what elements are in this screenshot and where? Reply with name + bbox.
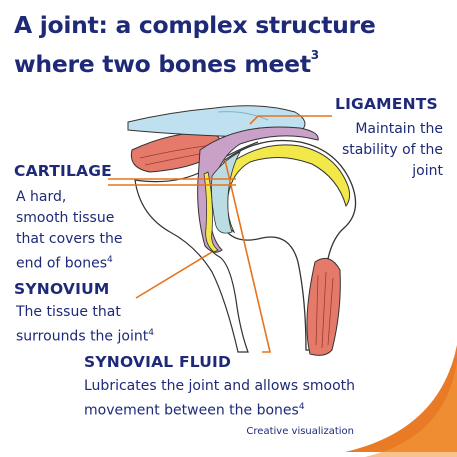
cartilage-desc-line: that covers the xyxy=(16,231,123,247)
ligaments-description: Maintain the stability of the joint xyxy=(342,119,443,182)
ligaments-desc-line: Maintain the xyxy=(355,121,443,137)
ligaments-desc-line: joint xyxy=(412,163,443,179)
page-title: A joint: a complex structure where two b… xyxy=(14,8,444,81)
synovium-ref: 4 xyxy=(148,328,154,338)
synovium-desc-line-last: surrounds the joint4 xyxy=(16,323,154,348)
synovial-fluid-desc-text: movement between the bones xyxy=(84,402,299,419)
title-line2-text: where two bones meet xyxy=(14,49,311,78)
cartilage-ref: 4 xyxy=(107,255,113,265)
synovial-fluid-desc-line-last: movement between the bones4 xyxy=(84,397,355,422)
lower-muscle xyxy=(306,257,341,356)
cartilage-desc-line-last: end of bones4 xyxy=(16,250,123,275)
synovial-fluid-ref: 4 xyxy=(298,402,305,412)
title-line1: A joint: a complex structure xyxy=(14,11,376,39)
cartilage-desc-line: smooth tissue xyxy=(16,210,115,226)
synovial-fluid-shape xyxy=(211,151,241,234)
ligaments-desc-line: stability of the xyxy=(341,142,443,158)
synovial-fluid-desc-line: Lubricates the joint and allows smooth xyxy=(84,378,355,394)
cartilage-description: A hard, smooth tissue that covers the en… xyxy=(16,187,123,275)
cartilage-desc-line: A hard, xyxy=(16,189,67,205)
ligaments-heading: LIGAMENTS xyxy=(335,95,438,113)
synovial-fluid-description: Lubricates the joint and allows smooth m… xyxy=(84,376,355,422)
leader-lines xyxy=(108,115,332,353)
synovium-desc-line: The tissue that xyxy=(16,304,121,320)
creative-visualization-note: Creative visualization xyxy=(246,426,354,437)
cartilage-heading: CARTILAGE xyxy=(14,162,112,180)
title-ref: 3 xyxy=(310,48,319,62)
synovium-desc-text: surrounds the joint xyxy=(16,328,149,345)
title-line2: where two bones meet3 xyxy=(14,42,444,81)
synovium-heading: SYNOVIUM xyxy=(14,280,110,298)
cartilage-desc-text: end of bones xyxy=(16,255,107,272)
synovium-description: The tissue that surrounds the joint4 xyxy=(16,302,154,348)
synovial-fluid-heading: SYNOVIAL FLUID xyxy=(84,353,232,371)
